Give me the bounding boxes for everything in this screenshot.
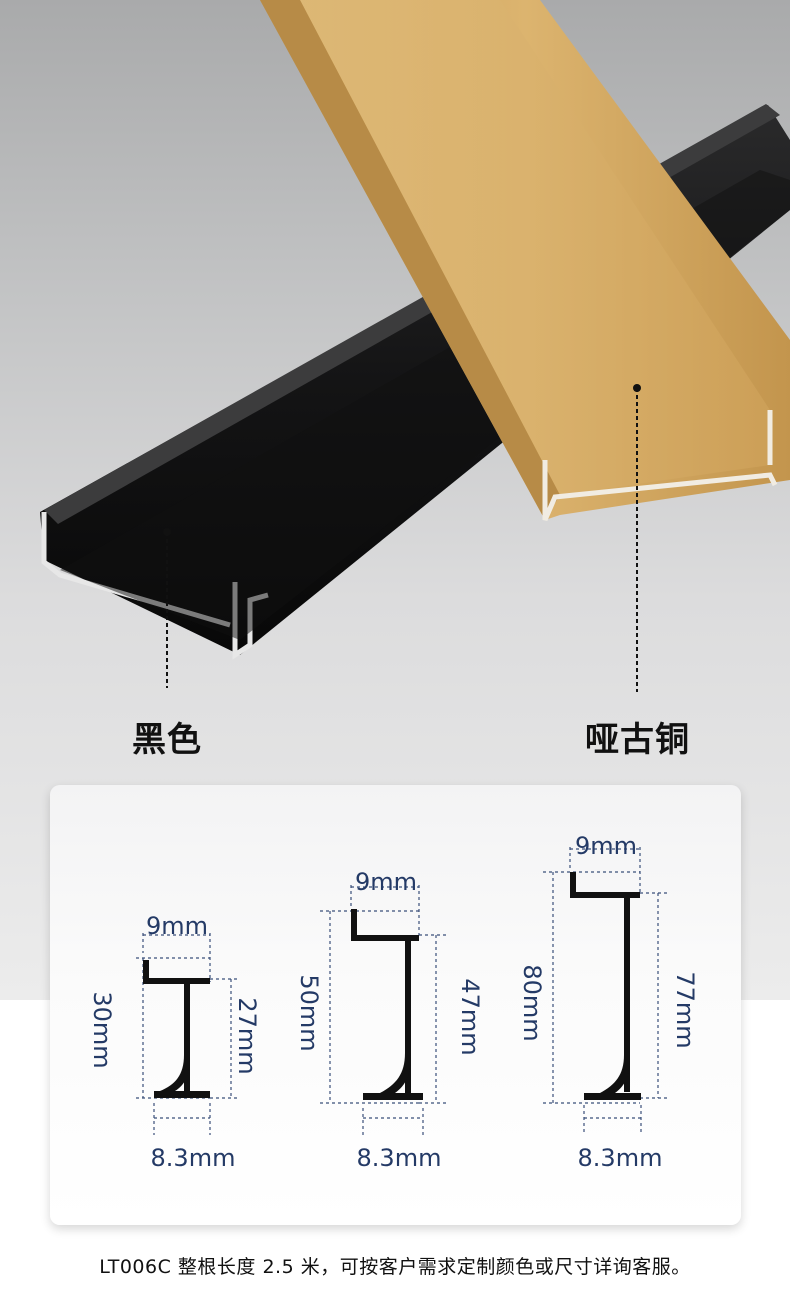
gold-leader-line — [633, 384, 641, 692]
black-color-label: 黑色 — [132, 720, 202, 760]
p3-total-height: 80mm — [518, 964, 546, 1041]
black-leader-line — [163, 528, 171, 688]
p2-inner-height: 47mm — [456, 978, 484, 1055]
gold-profile-image — [260, 0, 790, 521]
profile-shape-80mm — [570, 872, 641, 1100]
gold-color-label: 哑古铜 — [585, 720, 690, 760]
p2-top-width: 9mm — [355, 868, 417, 896]
dimension-spec-card: 9mm 8.3mm 30mm 27mm 9mm 8.3mm 50mm 47mm … — [50, 785, 741, 1225]
profile-shape-50mm — [351, 909, 423, 1100]
profile-diagrams: 9mm 8.3mm 30mm 27mm 9mm 8.3mm 50mm 47mm … — [88, 832, 699, 1172]
p3-bottom-width: 8.3mm — [578, 1144, 663, 1172]
profile-shape-30mm — [143, 960, 210, 1098]
p3-top-width: 9mm — [575, 832, 637, 860]
p1-inner-height: 27mm — [233, 997, 261, 1074]
p1-bottom-width: 8.3mm — [151, 1144, 236, 1172]
p1-top-width: 9mm — [146, 912, 208, 940]
product-photo-area: 黑色 哑古铜 — [0, 0, 790, 1000]
product-photo — [40, 0, 790, 692]
product-length-note: LT006C 整根长度 2.5 米，可按客户需求定制颜色或尺寸详询客服。 — [99, 1256, 691, 1278]
p3-inner-height: 77mm — [671, 971, 699, 1048]
p2-total-height: 50mm — [295, 974, 323, 1051]
p2-bottom-width: 8.3mm — [357, 1144, 442, 1172]
p1-total-height: 30mm — [88, 991, 116, 1068]
